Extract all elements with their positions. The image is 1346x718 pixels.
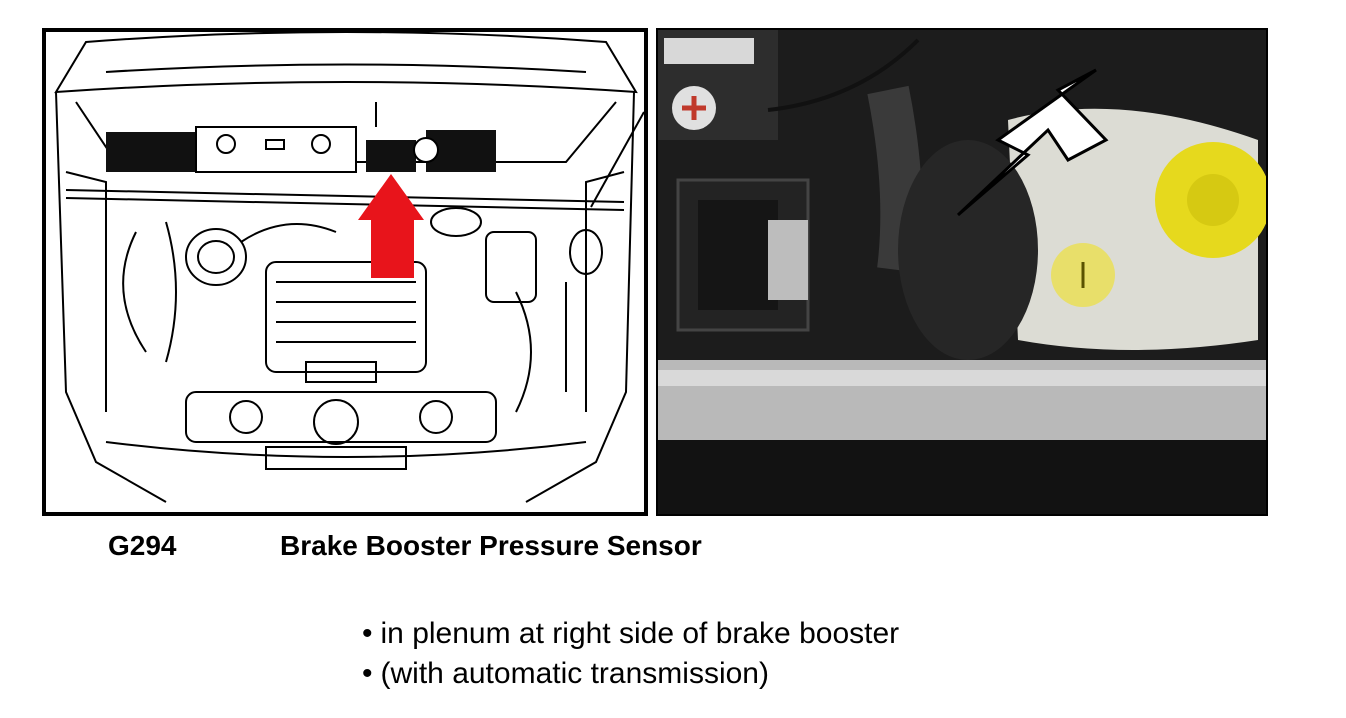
engine-bay-drawing (54, 32, 644, 503)
note-item: (with automatic transmission) (362, 654, 899, 694)
engine-bay-photo-drawing (658, 30, 1266, 514)
component-title: Brake Booster Pressure Sensor (280, 530, 702, 561)
engine-bay-diagram (42, 28, 648, 516)
note-item: in plenum at right side of brake booster (362, 614, 900, 654)
white-arrow-icon (956, 68, 1109, 217)
component-code: G294 (108, 530, 177, 561)
red-arrow-icon (358, 174, 424, 278)
engine-bay-photo (656, 28, 1268, 516)
location-notes: in plenum at right side of brake booster… (362, 614, 900, 694)
